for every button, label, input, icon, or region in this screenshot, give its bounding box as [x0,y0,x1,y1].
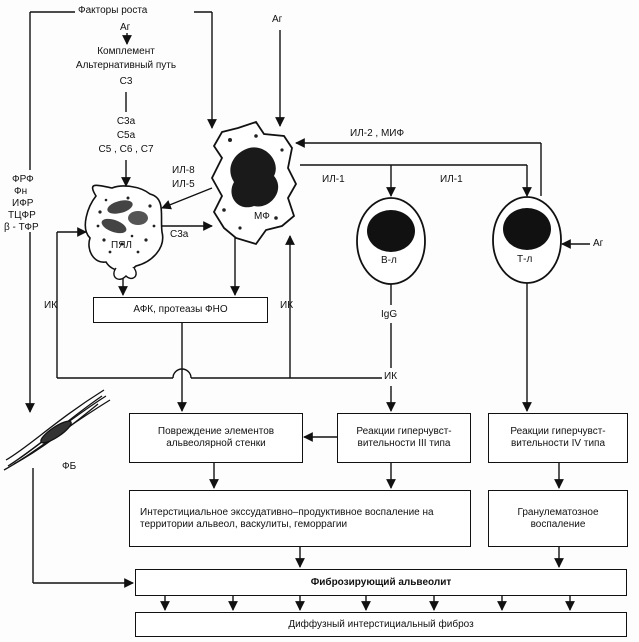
antigen-label-mf: Аг [272,14,283,25]
factor-fn: Фн [14,186,28,197]
il1-label-b: ИЛ-1 [322,174,345,185]
alveolar-damage-box: Повреждение элементов альвеолярной стенк… [129,413,303,463]
c5a-label: С5а [116,130,136,141]
il8-label: ИЛ-8 [172,165,195,176]
b-lymphocyte-cell-icon [356,197,426,285]
antigen-label-top: Аг [120,22,131,33]
igg-label: IgG [381,309,398,320]
il2-mif-label: ИЛ-2 , МИФ [350,128,405,139]
c3a-mid-label: С3а [170,229,189,240]
ik-bottom-label: ИК [383,371,399,383]
c3a-label: С3а [116,116,136,127]
neutrophil-cell-icon [84,184,164,280]
factor-ifr: ИФР [12,198,34,209]
il1-label-t: ИЛ-1 [440,174,463,185]
hypersensitivity-iii-box: Реакции гиперчувст- вительности III типа [337,413,471,463]
complement-label: Комплемент [97,46,155,57]
antigen-label-t: Аг [593,238,604,249]
factor-frf: ФРФ [12,174,34,185]
growth-factors-label: Факторы роста [78,5,148,16]
il5-label: ИЛ-5 [172,179,195,190]
mf-label: МФ [254,211,270,222]
hypersensitivity-iv-box: Реакции гиперчувст- вительности IV типа [488,413,628,463]
macrophage-cell-icon [210,120,298,246]
ik-left-label: ИК [44,300,58,311]
pyal-label: ПЯЛ [111,240,132,251]
fibrosing-alveolitis-box: Фиброзирующий альвеолит [135,569,627,596]
factor-beta-tfr: β - ТФР [4,222,39,233]
fb-label: ФБ [62,461,77,472]
b-cell-label: В-л [381,255,397,266]
fibroblast-cell-icon [3,389,111,471]
alternative-path-label: Альтернативный путь [75,60,177,71]
diffuse-fibrosis-box: Диффузный интерстициальный фиброз [135,612,627,637]
granulomatous-inflammation-box: Гранулематозное воспаление [488,490,628,547]
interstitial-inflammation-box: Интерстициальное экссудативно–продуктивн… [129,490,471,547]
c5-c6-c7-label: С5 , С6 , С7 [98,144,154,155]
ik-mid-label: ИК [280,300,294,311]
factor-tcfr: ТЦФР [8,210,36,221]
afk-proteases-box: АФК, протеазы ФНО [93,297,268,323]
t-cell-label: Т-л [517,254,533,265]
t-lymphocyte-cell-icon [492,196,562,284]
c3-label: С3 [119,76,133,87]
